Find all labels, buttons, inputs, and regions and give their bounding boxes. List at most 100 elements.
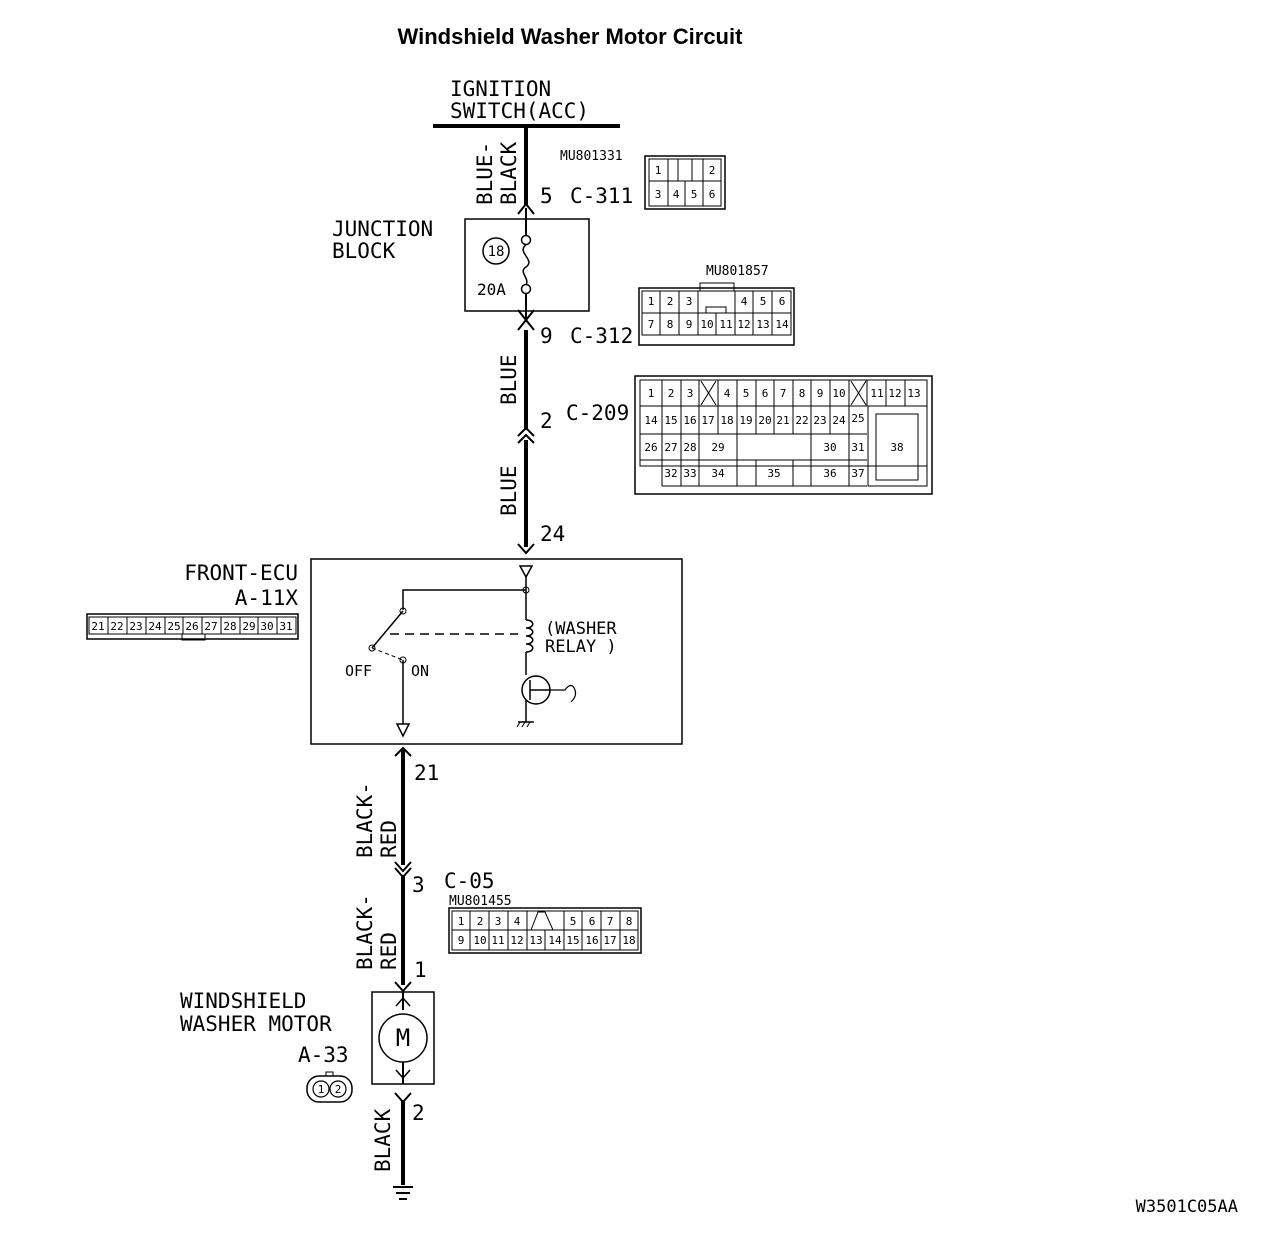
relay-label-line1: (WASHER <box>545 619 617 639</box>
c312-pin-5: 5 <box>760 295 767 308</box>
c209-pin-4: 4 <box>724 387 731 400</box>
connector-a11x-face: 21 22 23 24 25 26 27 28 29 30 31 <box>86 613 299 641</box>
c209-pin-3: 3 <box>687 387 694 400</box>
c312-pin-13: 13 <box>756 318 769 331</box>
connector-c209-arrow-b <box>517 433 535 444</box>
c209-pin-12: 12 <box>888 387 901 400</box>
c312-pin-8: 8 <box>667 318 674 331</box>
figure-code: W3501C05AA <box>1136 1197 1238 1217</box>
c209-pin-18: 18 <box>720 414 733 427</box>
connector-a33-face: 1 2 <box>306 1071 353 1103</box>
c209-pin-20: 20 <box>758 414 771 427</box>
c312-pin-6: 6 <box>779 295 786 308</box>
a11x-pin-31: 31 <box>279 620 292 633</box>
c209-pin-37: 37 <box>851 467 864 480</box>
motor-output-pin: 2 <box>412 1101 425 1125</box>
a11x-pin-24: 24 <box>148 620 162 633</box>
c209-pin-19: 19 <box>739 414 752 427</box>
connector-c311-arrow <box>517 202 535 215</box>
c209-pin-7: 7 <box>780 387 787 400</box>
a11x-pin-26: 26 <box>185 620 198 633</box>
ecu-output-arrow <box>394 746 412 757</box>
c05-pin-13: 13 <box>529 934 542 947</box>
c209-pin-27: 27 <box>664 441 677 454</box>
c209-pin-9: 9 <box>817 387 824 400</box>
fuse-terminal-top <box>520 234 532 246</box>
switch-off-path <box>371 647 404 661</box>
ecu-output-terminal <box>395 723 411 738</box>
switch-feed-wire <box>402 589 526 610</box>
c05-part: MU801455 <box>449 894 512 909</box>
transistor-control-lead <box>550 684 577 703</box>
c05-pin-16: 16 <box>585 934 598 947</box>
a11x-pin-29: 29 <box>242 620 255 633</box>
c312-pin-4: 4 <box>741 295 748 308</box>
c209-pin-2: 2 <box>668 387 675 400</box>
wire-label-blue-black-2: BLACK <box>497 141 521 205</box>
c05-pin-15: 15 <box>566 934 579 947</box>
c312-pin: 9 <box>540 324 553 348</box>
c311-pin-1: 1 <box>655 164 662 177</box>
fuse-number: 18 <box>488 244 505 260</box>
connector-c312-arrow-b <box>517 318 535 331</box>
c05-pin-14: 14 <box>548 934 562 947</box>
c209-pin-11: 11 <box>870 387 883 400</box>
wire-label-black-red-upper-1: BLACK- <box>353 782 377 858</box>
c209-pin-14: 14 <box>644 414 658 427</box>
c312-pin-2: 2 <box>667 295 674 308</box>
c209-pin-31: 31 <box>851 441 864 454</box>
connector-c05-arrow-a <box>394 861 412 873</box>
c209-pin-35: 35 <box>767 467 780 480</box>
c209-pin-30: 30 <box>823 441 836 454</box>
wire-label-black-red-lower-2: RED <box>377 932 401 970</box>
fuse-element <box>522 244 530 286</box>
c05-pin-8: 8 <box>626 915 633 928</box>
switch-pivot <box>368 644 376 652</box>
a33-pin-2: 2 <box>335 1083 342 1096</box>
connector-c311-face: 1 2 3 4 5 6 <box>644 155 726 210</box>
c311-name: C-311 <box>570 184 633 208</box>
c05-pin-6: 6 <box>589 915 596 928</box>
relay-switch-arm <box>371 610 404 649</box>
c209-pin-23: 23 <box>813 414 826 427</box>
relay-label-line2: RELAY ) <box>545 637 617 657</box>
a11x-pin-27: 27 <box>204 620 217 633</box>
motor-input-pin: 1 <box>414 958 427 982</box>
junction-label-line2: BLOCK <box>332 239 396 263</box>
c209-name: C-209 <box>566 401 629 425</box>
diagram-title: Windshield Washer Motor Circuit <box>398 24 744 49</box>
c312-pin-7: 7 <box>648 318 655 331</box>
c311-pin-2: 2 <box>709 164 716 177</box>
c209-pin-25: 25 <box>851 412 864 425</box>
c209-pin-38: 38 <box>890 441 903 454</box>
c209-pin-36: 36 <box>823 467 836 480</box>
c209-pin-24: 24 <box>832 414 846 427</box>
c209-pin-34: 34 <box>711 467 725 480</box>
motor-symbol: M <box>396 1024 410 1052</box>
wire-label-blue-upper: BLUE <box>497 354 521 405</box>
a11x-pin-22: 22 <box>110 620 123 633</box>
a11x-pin-25: 25 <box>167 620 180 633</box>
c311-pin-6: 6 <box>709 188 716 201</box>
c312-pin-1: 1 <box>648 295 655 308</box>
motor-input-arrow <box>394 981 412 993</box>
ignition-label-line1: IGNITION <box>450 77 551 101</box>
a33-pin-1: 1 <box>318 1083 325 1096</box>
relay-coil-icon <box>525 619 534 653</box>
c05-pin-4: 4 <box>514 915 521 928</box>
ground-icon <box>393 1186 413 1200</box>
c312-pin-14: 14 <box>775 318 789 331</box>
wire-label-black-red-lower-1: BLACK- <box>353 894 377 970</box>
c209-pin-6: 6 <box>762 387 769 400</box>
c311-pin-5: 5 <box>691 188 698 201</box>
a11x-pin-30: 30 <box>260 620 273 633</box>
front-ecu-box <box>310 558 683 745</box>
c05-name: C-05 <box>444 869 495 893</box>
c05-pin-17: 17 <box>603 934 616 947</box>
motor-lead-bottom-arrow <box>395 1069 411 1080</box>
a11x-pin-21: 21 <box>91 620 104 633</box>
switch-contact-top <box>399 607 407 615</box>
c209-pin-21: 21 <box>776 414 789 427</box>
c05-pin-3: 3 <box>495 915 502 928</box>
motor-lead-top-arrow <box>395 996 411 1007</box>
